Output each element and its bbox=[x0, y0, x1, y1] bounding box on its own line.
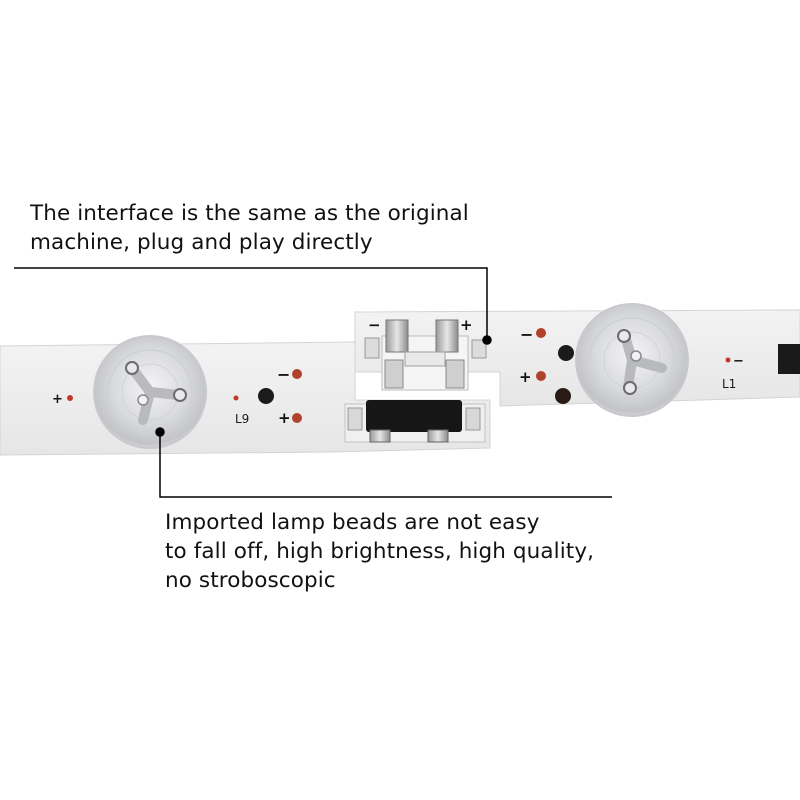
left-plus-dot bbox=[67, 395, 73, 401]
top-connector: − + bbox=[364, 316, 487, 391]
left-plus-pad bbox=[292, 413, 302, 423]
svg-text:+: + bbox=[460, 316, 473, 334]
lamp-beads-callout-line: no stroboscopic bbox=[165, 568, 336, 593]
right-plus-pad bbox=[536, 371, 546, 381]
left-led-lens bbox=[93, 335, 207, 449]
interface-callout-line: The interface is the same as the origina… bbox=[30, 201, 469, 226]
lamp-beads-callout-line: Imported lamp beads are not easy bbox=[165, 510, 540, 535]
interface-callout-line: machine, plug and play directly bbox=[30, 230, 373, 255]
right-led-lens bbox=[575, 303, 689, 417]
left-small-dot bbox=[233, 395, 239, 401]
right-led-label: L1 bbox=[722, 377, 736, 391]
left-led-label: L9 bbox=[235, 412, 249, 426]
svg-text:+: + bbox=[278, 409, 291, 427]
svg-text:−: − bbox=[733, 354, 744, 369]
right-dark-component bbox=[778, 344, 800, 374]
left-minus-pad bbox=[292, 369, 302, 379]
svg-text:−: − bbox=[368, 316, 381, 334]
svg-text:+: + bbox=[519, 368, 532, 386]
svg-text:−: − bbox=[277, 365, 290, 384]
interface-callout-leader bbox=[14, 267, 492, 345]
interface-callout-text: The interface is the same as the origina… bbox=[30, 199, 469, 257]
right-minus-pad bbox=[536, 328, 546, 338]
right-via bbox=[558, 345, 574, 361]
lamp-beads-callout-text: Imported lamp beads are not easy to fall… bbox=[165, 508, 594, 595]
lamp-beads-callout-line: to fall off, high brightness, high quali… bbox=[165, 539, 595, 564]
svg-text:+: + bbox=[52, 392, 63, 407]
svg-text:−: − bbox=[520, 325, 533, 344]
lamp-callout-leader bbox=[155, 427, 612, 498]
left-via bbox=[258, 388, 274, 404]
right-small-dot bbox=[725, 357, 731, 363]
right-via-2 bbox=[555, 388, 571, 404]
bottom-connector bbox=[344, 400, 486, 443]
